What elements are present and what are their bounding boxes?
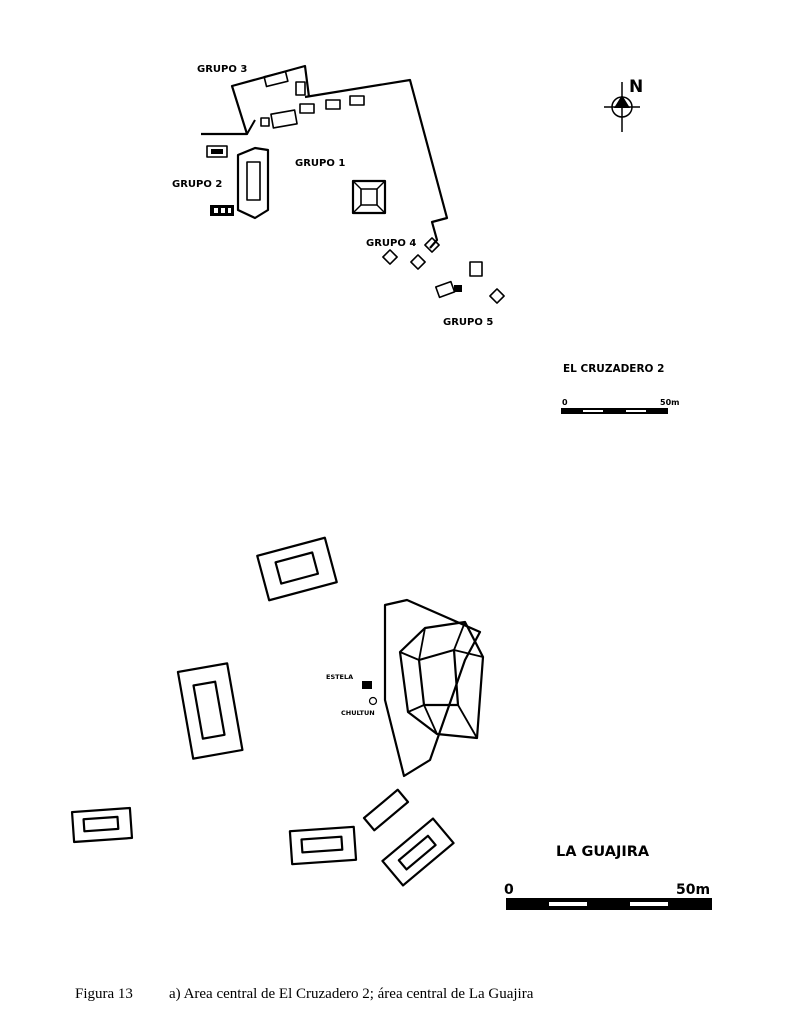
grupo-5-mound [434,280,456,299]
mound-diagonal-south-east [381,817,455,887]
mound-west [176,662,244,760]
scale-bar-a [561,408,668,414]
grupo-3-mound [295,81,306,96]
grupo-5-mound [454,285,462,292]
label-grupo-3: GRUPO 3 [197,64,247,75]
main-platform [383,598,482,778]
grupo-3-mound [270,109,298,129]
grupo-5-mound [489,288,505,304]
site-name-la-guajira: LA GUAJIRA [556,844,650,860]
north-arrow-icon [604,82,640,132]
estela-marker [362,681,372,689]
label-grupo-4: GRUPO 4 [366,238,416,249]
label-grupo-2: GRUPO 2 [172,179,222,190]
site-name-el-cruzadero: EL CRUZADERO 2 [563,363,664,375]
figure-number: Figura 13 [75,986,133,1002]
grupo-3-boundary [201,64,311,136]
map-la-guajira: ESTELA CHULTUN LA GUAJIRA 0 50m [70,536,712,910]
scale-bar-b [506,898,712,910]
map-el-cruzadero-2: GRUPO 3 GRUPO 1 GRUPO 2 GRUPO 4 GRUPO 5 … [172,64,679,414]
label-grupo-1: GRUPO 1 [295,158,345,169]
figure-caption-text: a) Area central de El Cruzadero 2; área … [169,986,534,1002]
grupo-3-mound [299,103,315,114]
north-label: N [629,77,643,97]
grupo-1-pyramid [351,179,387,215]
label-chultun: CHULTUN [341,709,375,717]
label-estela: ESTELA [326,673,353,681]
scale-b-end: 50m [676,882,710,898]
scale-a-end: 50m [660,398,679,407]
figure-caption: Figura 13 a) Area central de El Cruzadero… [75,986,533,1003]
grupo-3-mound [349,95,365,106]
label-grupo-5: GRUPO 5 [443,317,493,328]
grupo-1-pyramid-top [360,188,378,206]
grupo-4-mound [424,237,440,253]
scale-a-start: 0 [562,398,568,407]
grupo-2-long-mound-inner [246,161,261,201]
grupo-2-mound-inner [211,149,223,154]
mound-far-west [70,806,134,844]
grupo-2-long-mound [236,146,270,220]
mound-diagonal-small [362,788,410,832]
grupo-3-mound [325,99,341,110]
mound-south [288,825,358,866]
chultun-marker [368,696,378,706]
main-pyramid [398,620,485,740]
mound-north [256,536,338,602]
grupo-3-mound [260,117,270,127]
scale-b-start: 0 [504,882,514,898]
grupo-2-mound [206,145,228,158]
grupo-5-mound [469,261,483,277]
grupo-4-mound [410,254,426,270]
grupo-3-mound [263,70,289,88]
grupo-4-mound [382,249,398,265]
grupo-3-edge [246,119,256,135]
